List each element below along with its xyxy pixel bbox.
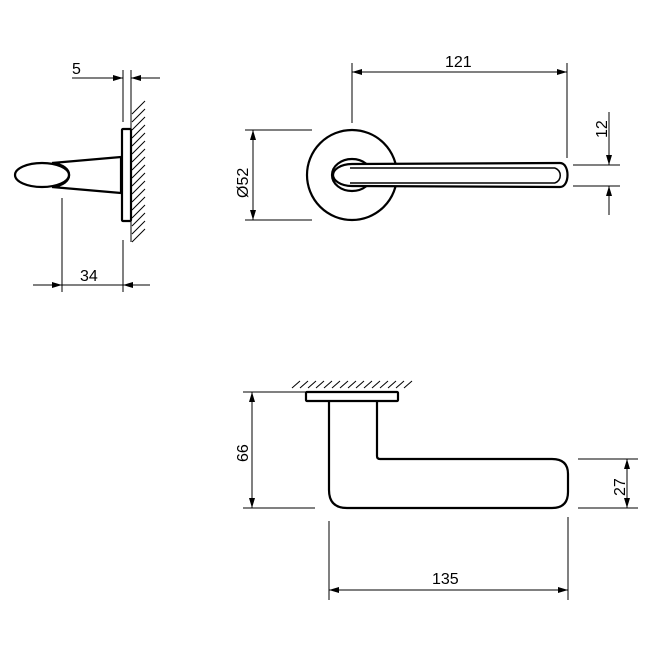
dim-lever-width: 12	[594, 120, 611, 138]
wall-hatch	[130, 97, 146, 243]
dim-height: 66	[235, 444, 252, 462]
dim-lever-length: 121	[445, 54, 472, 71]
door-hatch	[291, 380, 413, 389]
top-rose-plate	[304, 390, 400, 403]
dim-rose-diameter: Ø52	[235, 168, 252, 198]
rose-plate	[120, 127, 133, 223]
front-view: Ø52 121 12	[235, 54, 620, 222]
lever-neck	[51, 155, 122, 195]
lever-profile	[327, 401, 570, 510]
dim-total-length: 135	[432, 571, 459, 588]
dim-rose-thickness: 5	[72, 61, 81, 78]
top-view: 66 27 135	[235, 380, 638, 600]
dim-projection: 34	[80, 268, 98, 285]
dim-grip-thickness: 27	[612, 478, 629, 496]
lever-arm	[331, 161, 569, 189]
lever-end	[13, 161, 71, 189]
side-view: 5 34	[13, 61, 160, 292]
